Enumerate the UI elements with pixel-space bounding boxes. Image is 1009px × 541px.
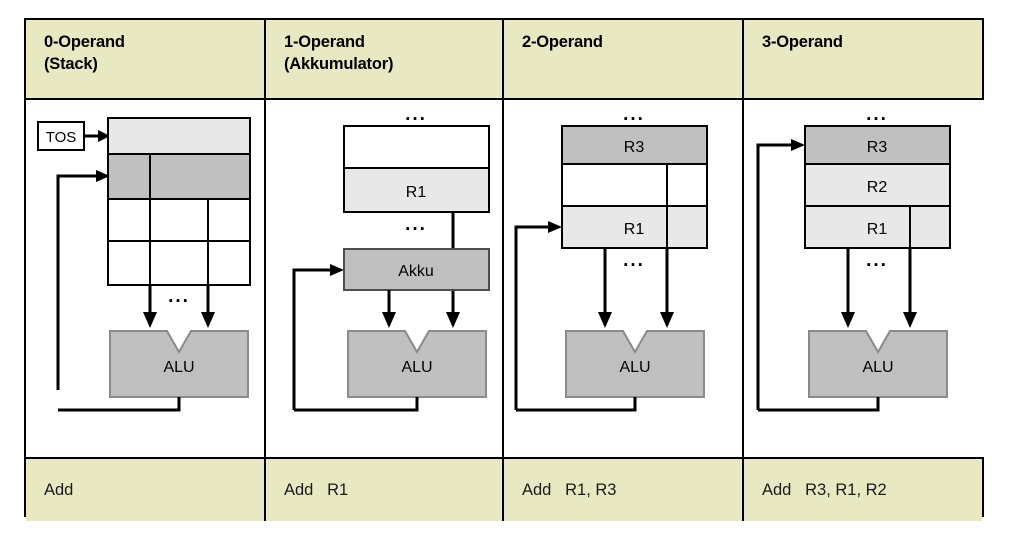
regfile-cell-empty bbox=[343, 125, 490, 169]
alu-result-path bbox=[294, 397, 419, 412]
regfile-cell-r2-label: R2 bbox=[867, 179, 888, 196]
diagram-zero-operand: TOS ... bbox=[26, 100, 264, 457]
regfile-ellipsis-bottom: ... bbox=[866, 250, 888, 271]
alu-feedback-path bbox=[514, 225, 548, 410]
operand-arrow-right bbox=[446, 312, 460, 328]
alu-feedback-arrow-head bbox=[330, 264, 344, 276]
alu-label: ALU bbox=[619, 359, 650, 376]
alu-shape bbox=[109, 330, 249, 398]
regfile-ellipsis-bottom: ... bbox=[405, 214, 427, 235]
operand-arrow-left bbox=[598, 312, 612, 328]
tos-pointer-box bbox=[37, 121, 85, 151]
instruction-cell-zero-operand: Add bbox=[26, 459, 264, 521]
alu-feedback-arrow-head bbox=[96, 170, 110, 182]
regfile-ellipsis-bottom: ... bbox=[623, 250, 645, 271]
regfile-ellipsis-top: ... bbox=[405, 104, 427, 125]
stack-cell-tos bbox=[107, 117, 251, 155]
table-header-row: 0-Operand (Stack) 1-Operand (Akkumulator… bbox=[26, 20, 982, 100]
operand-arrow-right bbox=[660, 312, 674, 328]
operand-format-table: 0-Operand (Stack) 1-Operand (Akkumulator… bbox=[24, 18, 984, 521]
alu-result-path bbox=[758, 397, 880, 412]
instruction-text: Add R1, R3 bbox=[522, 480, 617, 499]
operand-arrow-right bbox=[903, 312, 917, 328]
instruction-cell-three-operand: Add R3, R1, R2 bbox=[742, 459, 982, 521]
alu-feedback-arrow-head bbox=[548, 221, 562, 233]
operand-arrow-left bbox=[143, 312, 157, 328]
tos-arrow-head bbox=[98, 130, 110, 142]
header-cell-zero-operand: 0-Operand (Stack) bbox=[26, 20, 264, 98]
accumulator-label: Akku bbox=[398, 263, 434, 280]
instruction-text: Add R1 bbox=[284, 480, 349, 499]
instruction-text: Add bbox=[44, 480, 74, 499]
table-instruction-row: Add Add R1 Add R1, R3 Add R3, R1, R2 bbox=[26, 459, 982, 521]
operand-arrow-left bbox=[841, 312, 855, 328]
alu-shape bbox=[347, 330, 487, 398]
alu-label: ALU bbox=[862, 359, 893, 376]
alu-feedback-arrow-head bbox=[791, 139, 805, 151]
stack-cell-empty-2 bbox=[107, 240, 251, 286]
operand-arrow-right bbox=[201, 312, 215, 328]
header-title-line2: (Akkumulator) bbox=[284, 54, 394, 73]
header-cell-three-operand: 3-Operand bbox=[742, 20, 982, 98]
regfile-ellipsis-top: ... bbox=[623, 104, 645, 125]
regfile-cell-r3-label: R3 bbox=[624, 139, 645, 156]
regfile-cell-empty bbox=[561, 163, 708, 207]
stack-cell-operand bbox=[107, 153, 251, 200]
diagram-two-operand: ... R3 R1 ... bbox=[502, 100, 742, 457]
alu-shape bbox=[808, 330, 948, 398]
diagram-three-operand: ... R3 R2 R1 ... bbox=[742, 100, 984, 457]
instruction-text: Add R3, R1, R2 bbox=[762, 480, 887, 499]
alu-result-path bbox=[58, 397, 181, 412]
header-title-line1: 0-Operand bbox=[44, 33, 125, 51]
tos-pointer-label: TOS bbox=[46, 129, 77, 146]
alu-result-path bbox=[516, 397, 637, 412]
header-title-line1: 1-Operand bbox=[284, 33, 365, 51]
stack-ellipsis: ... bbox=[168, 286, 190, 307]
header-title-line2: (Stack) bbox=[44, 54, 98, 73]
three-operand-diagram: ... R3 R2 R1 ... bbox=[756, 104, 951, 412]
alu-feedback-path bbox=[56, 174, 96, 390]
instruction-cell-one-operand: Add R1 bbox=[264, 459, 502, 521]
regfile-ellipsis-top: ... bbox=[866, 104, 888, 125]
stack-diagram: TOS ... bbox=[37, 117, 251, 412]
accumulator-box bbox=[343, 248, 490, 291]
header-title-line1: 2-Operand bbox=[522, 33, 603, 51]
accumulator-diagram: ... R1 ... Akku bbox=[292, 104, 490, 412]
alu-label: ALU bbox=[401, 359, 432, 376]
two-operand-diagram: ... R3 R1 ... bbox=[514, 104, 708, 412]
alu-shape bbox=[565, 330, 705, 398]
regfile-cell-r2 bbox=[804, 163, 951, 207]
diagram-one-operand: ... R1 ... Akku bbox=[264, 100, 502, 457]
header-cell-two-operand: 2-Operand bbox=[502, 20, 742, 98]
instruction-cell-two-operand: Add R1, R3 bbox=[502, 459, 742, 521]
table-diagram-row: TOS ... bbox=[26, 100, 984, 459]
regfile-cell-r1-label: R1 bbox=[406, 184, 427, 201]
regfile-cell-r1-label: R1 bbox=[867, 221, 888, 238]
regfile-cell-r1-label: R1 bbox=[624, 221, 645, 238]
operand-arrow-left bbox=[382, 312, 396, 328]
regfile-cell-r3 bbox=[561, 125, 708, 165]
header-title-line1: 3-Operand bbox=[762, 33, 843, 51]
header-cell-one-operand: 1-Operand (Akkumulator) bbox=[264, 20, 502, 98]
regfile-cell-r1 bbox=[343, 167, 490, 213]
regfile-cell-r1 bbox=[804, 205, 951, 249]
alu-feedback-path bbox=[756, 143, 791, 410]
stack-cell-empty-1 bbox=[107, 198, 251, 242]
alu-label: ALU bbox=[163, 359, 194, 376]
regfile-cell-r3-label: R3 bbox=[867, 139, 888, 156]
alu-feedback-path bbox=[292, 268, 330, 410]
